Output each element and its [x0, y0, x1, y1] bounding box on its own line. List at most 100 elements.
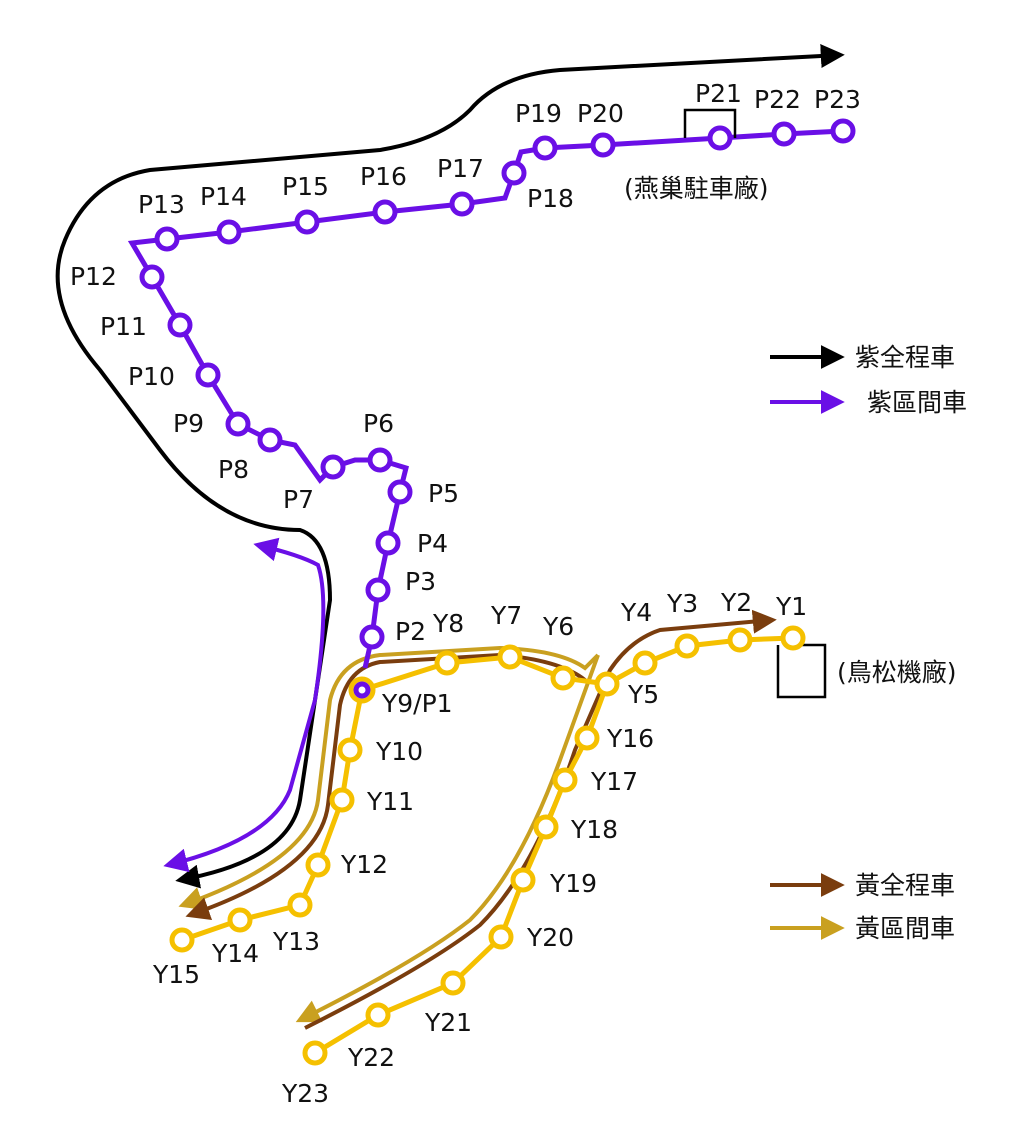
station-y15-marker [169, 927, 195, 953]
station-label-p6: P6 [363, 409, 394, 438]
station-y18-marker [533, 814, 559, 840]
station-label-p12: P12 [70, 262, 117, 291]
station-label-y23: Y23 [281, 1079, 329, 1108]
station-y16-marker [574, 725, 600, 751]
station-p3-marker [365, 577, 391, 603]
station-p18-marker [501, 160, 527, 186]
station-p23-marker [830, 118, 856, 144]
station-y12-marker [305, 852, 331, 878]
station-p9-marker [225, 411, 251, 437]
station-p4-marker [375, 530, 401, 556]
station-label-y12: Y12 [340, 850, 388, 879]
station-y23-marker [302, 1040, 328, 1066]
station-y3-marker [674, 633, 700, 659]
station-p2-marker [359, 624, 385, 650]
station-label-p13: P13 [138, 190, 185, 219]
station-label-p8: P8 [218, 455, 249, 484]
station-y21-marker [440, 970, 466, 996]
station-label-y2: Y2 [720, 588, 752, 617]
station-label-y21: Y21 [424, 1008, 472, 1037]
station-label-p22: P22 [754, 85, 801, 114]
station-y7-marker [497, 644, 523, 670]
yellow-short-turn-service-west [178, 645, 600, 910]
station-y4-marker [632, 650, 658, 676]
station-label-p21: P21 [695, 79, 742, 108]
station-label-p14: P14 [200, 182, 247, 211]
station-label-p3: P3 [405, 567, 436, 596]
purple-full-route-service [55, 44, 845, 889]
station-label-p19: P19 [515, 99, 562, 128]
station-p8-marker [257, 427, 283, 453]
purple-line-track [127, 128, 844, 669]
station-y2-marker [727, 627, 753, 653]
station-p16-marker [372, 199, 398, 225]
station-label-p5: P5 [428, 479, 459, 508]
station-label-y10: Y10 [375, 737, 423, 766]
station-p14-marker [216, 219, 242, 245]
station-label-y5: Y5 [627, 680, 659, 709]
station-p6-marker [367, 447, 393, 473]
yellow-depot-label: (鳥松機廠) [837, 658, 957, 687]
yellow-full-route-service-west [185, 652, 587, 921]
station-label-y13: Y13 [272, 927, 320, 956]
station-label-y1: Y1 [775, 592, 807, 621]
purple-short-turn-service [163, 537, 326, 873]
station-label-p7: P7 [283, 485, 314, 514]
station-label-p11: P11 [100, 312, 147, 341]
yellow-line-track-west [181, 635, 794, 943]
station-label-y6: Y6 [542, 612, 574, 641]
station-label-p4: P4 [417, 529, 448, 558]
yellow-depot-outline [776, 643, 827, 699]
station-label-p20: P20 [577, 99, 624, 128]
purple-depot-label: (燕巢駐車廠) [624, 174, 769, 203]
station-y10-marker [337, 737, 363, 763]
station-label-y3: Y3 [666, 589, 698, 618]
station-label-p17: P17 [437, 154, 484, 183]
interchange-station-inner-marker [353, 681, 371, 699]
station-p10-marker [195, 362, 221, 388]
station-p15-marker [294, 209, 320, 235]
station-label-y19: Y19 [549, 869, 597, 898]
purple-depot-outline [683, 108, 737, 138]
station-p22-marker [771, 121, 797, 147]
station-p12-marker [139, 264, 165, 290]
station-label-y18: Y18 [570, 815, 618, 844]
station-y1-marker [780, 625, 806, 651]
station-label-y11: Y11 [366, 787, 414, 816]
legend-yellow-full-label: 黃全程車 [855, 871, 955, 900]
station-label-p18: P18 [527, 184, 574, 213]
station-p19-marker [532, 135, 558, 161]
station-y20-marker [488, 924, 514, 950]
station-p20-marker [590, 132, 616, 158]
station-label-p9: P9 [173, 409, 204, 438]
station-label-y17: Y17 [590, 767, 638, 796]
station-label-p23: P23 [814, 85, 861, 114]
station-label-y8: Y8 [432, 609, 464, 638]
station-label-y7: Y7 [490, 601, 522, 630]
station-p7-marker [320, 454, 346, 480]
station-label-y20: Y20 [526, 923, 574, 952]
station-y13-marker [287, 892, 313, 918]
station-label-y22: Y22 [347, 1043, 395, 1072]
station-label-p16: P16 [360, 162, 407, 191]
legend-yellow-short-label: 黃區間車 [855, 914, 955, 943]
station-y14-marker [227, 907, 253, 933]
station-label-y4: Y4 [620, 598, 652, 627]
station-label-y14: Y14 [211, 939, 259, 968]
station-y8-marker [434, 650, 460, 676]
yellow-short-turn-service-south [295, 654, 600, 1023]
legend-purple: 紫全程車 紫區間車 [770, 343, 967, 417]
station-y5-marker [594, 671, 620, 697]
interchange-station-label: Y9/P1 [381, 689, 453, 718]
legend-purple-short-label: 紫區間車 [867, 388, 967, 417]
station-p17-marker [449, 191, 475, 217]
station-label-y16: Y16 [606, 724, 654, 753]
station-label-y15: Y15 [152, 960, 200, 989]
station-y22-marker [365, 1002, 391, 1028]
station-p5-marker [387, 479, 413, 505]
station-y11-marker [329, 787, 355, 813]
station-label-p15: P15 [282, 172, 329, 201]
station-y6-marker [550, 665, 576, 691]
station-p11-marker [167, 312, 193, 338]
